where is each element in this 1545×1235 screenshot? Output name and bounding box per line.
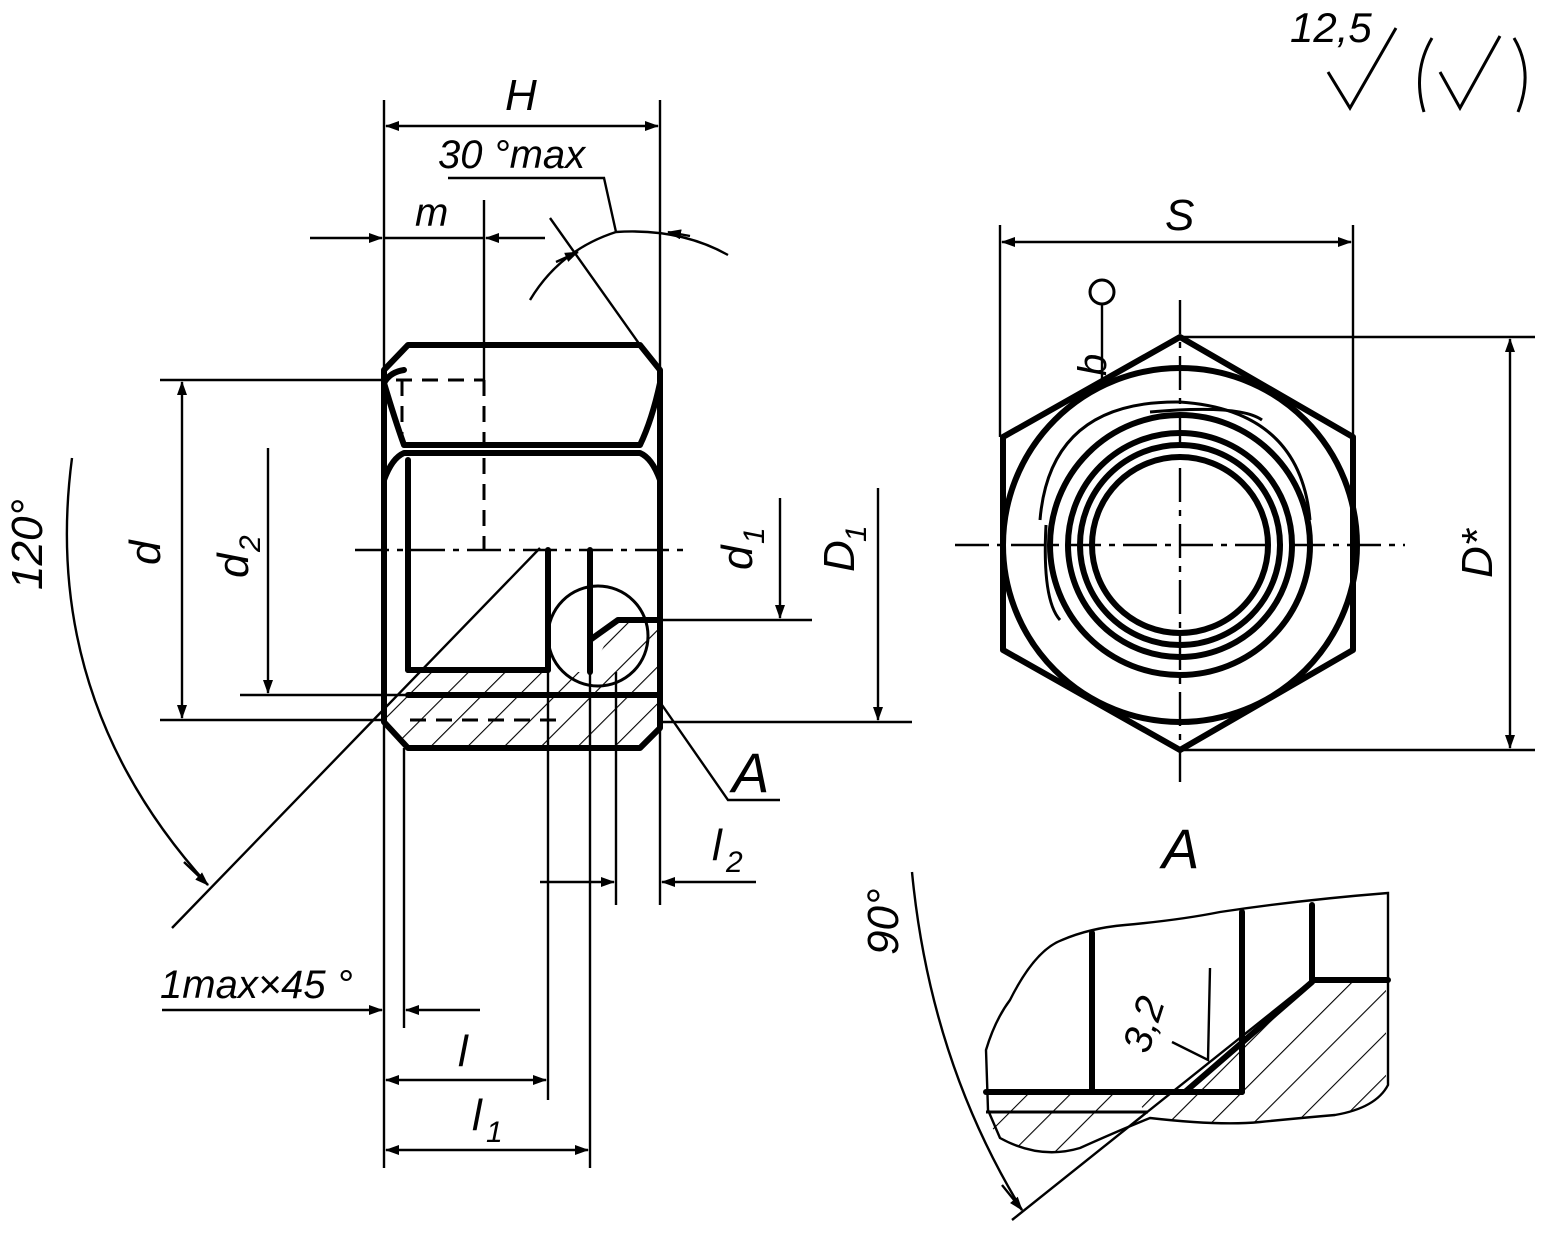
thread-arc [1149,407,1263,422]
leader-30 [448,176,618,233]
label-l2-group: l 2 [712,821,743,879]
label-l2-sub: 2 [725,846,743,879]
angle-ref-line [549,217,641,346]
hex-face-top [381,380,663,448]
label-d1: d [713,544,762,570]
detail-A-view: A 90° 3,2 [859,817,1391,1221]
label-d: d [121,539,170,565]
arrow [183,861,209,886]
label-l1: l [472,1091,483,1140]
label-b: b [1071,354,1115,376]
roughness-value-label: 12,5 [1290,4,1372,51]
hatched-section [1135,982,1386,1124]
arrow [555,250,579,264]
thread-arc [1043,524,1062,622]
leader-A [661,704,780,802]
reference-circle [1088,278,1116,306]
arrow [667,229,691,240]
check-mark-icon [1326,27,1398,111]
main-section-view: H 30 °max m d d 2 d 1 D 1 [3,71,912,1168]
label-l1-group: l 1 [472,1091,503,1149]
label-angle-120: 120° [3,499,52,590]
arrow [1001,1184,1023,1211]
surface-finish-symbol: 12,5 [1290,4,1527,113]
label-D1-sub: 1 [840,525,873,542]
detail-title: A [1159,817,1199,880]
label-D1: D [815,540,864,572]
angle-arc-90 [910,871,1024,1211]
angle-arc-30 [528,230,729,301]
label-d1-sub: 1 [738,527,771,544]
angle-ref-line [1011,981,1311,1221]
paren-right [1512,37,1527,113]
end-view: S b D* [955,191,1535,785]
roughness-symbol [1171,967,1212,1062]
hatched-section [986,1095,1150,1153]
label-chamfer: 1max×45 ° [160,963,353,1007]
label-D1-group: D 1 [815,525,873,572]
detail-line [1182,979,1315,1095]
label-l1-sub: 1 [486,1116,503,1149]
label-d1-group: d 1 [713,527,771,570]
label-roughness-3-2: 3,2 [1115,991,1174,1057]
label-S: S [1165,191,1194,240]
detail-circle [546,584,650,688]
hex-outline [1000,334,1356,753]
label-D-star: D* [1453,527,1502,578]
label-m: m [415,191,448,235]
label-angle-90: 90° [859,888,908,955]
check-mark-icon [1438,35,1502,112]
label-angle-30: 30 °max [438,133,587,177]
label-d2-group: d 2 [209,535,267,578]
label-A: A [729,741,769,804]
hex-face-mid [381,450,663,483]
cone-line [171,547,541,929]
label-d2-sub: 2 [234,535,267,553]
label-H: H [505,71,537,120]
label-l: l [458,1027,469,1076]
paren-left [1418,37,1434,113]
label-d2: d [209,552,258,578]
label-l2: l [712,821,723,870]
detail-line [1309,902,1391,983]
angle-arc-120 [65,457,209,886]
hatched-section [384,620,660,748]
